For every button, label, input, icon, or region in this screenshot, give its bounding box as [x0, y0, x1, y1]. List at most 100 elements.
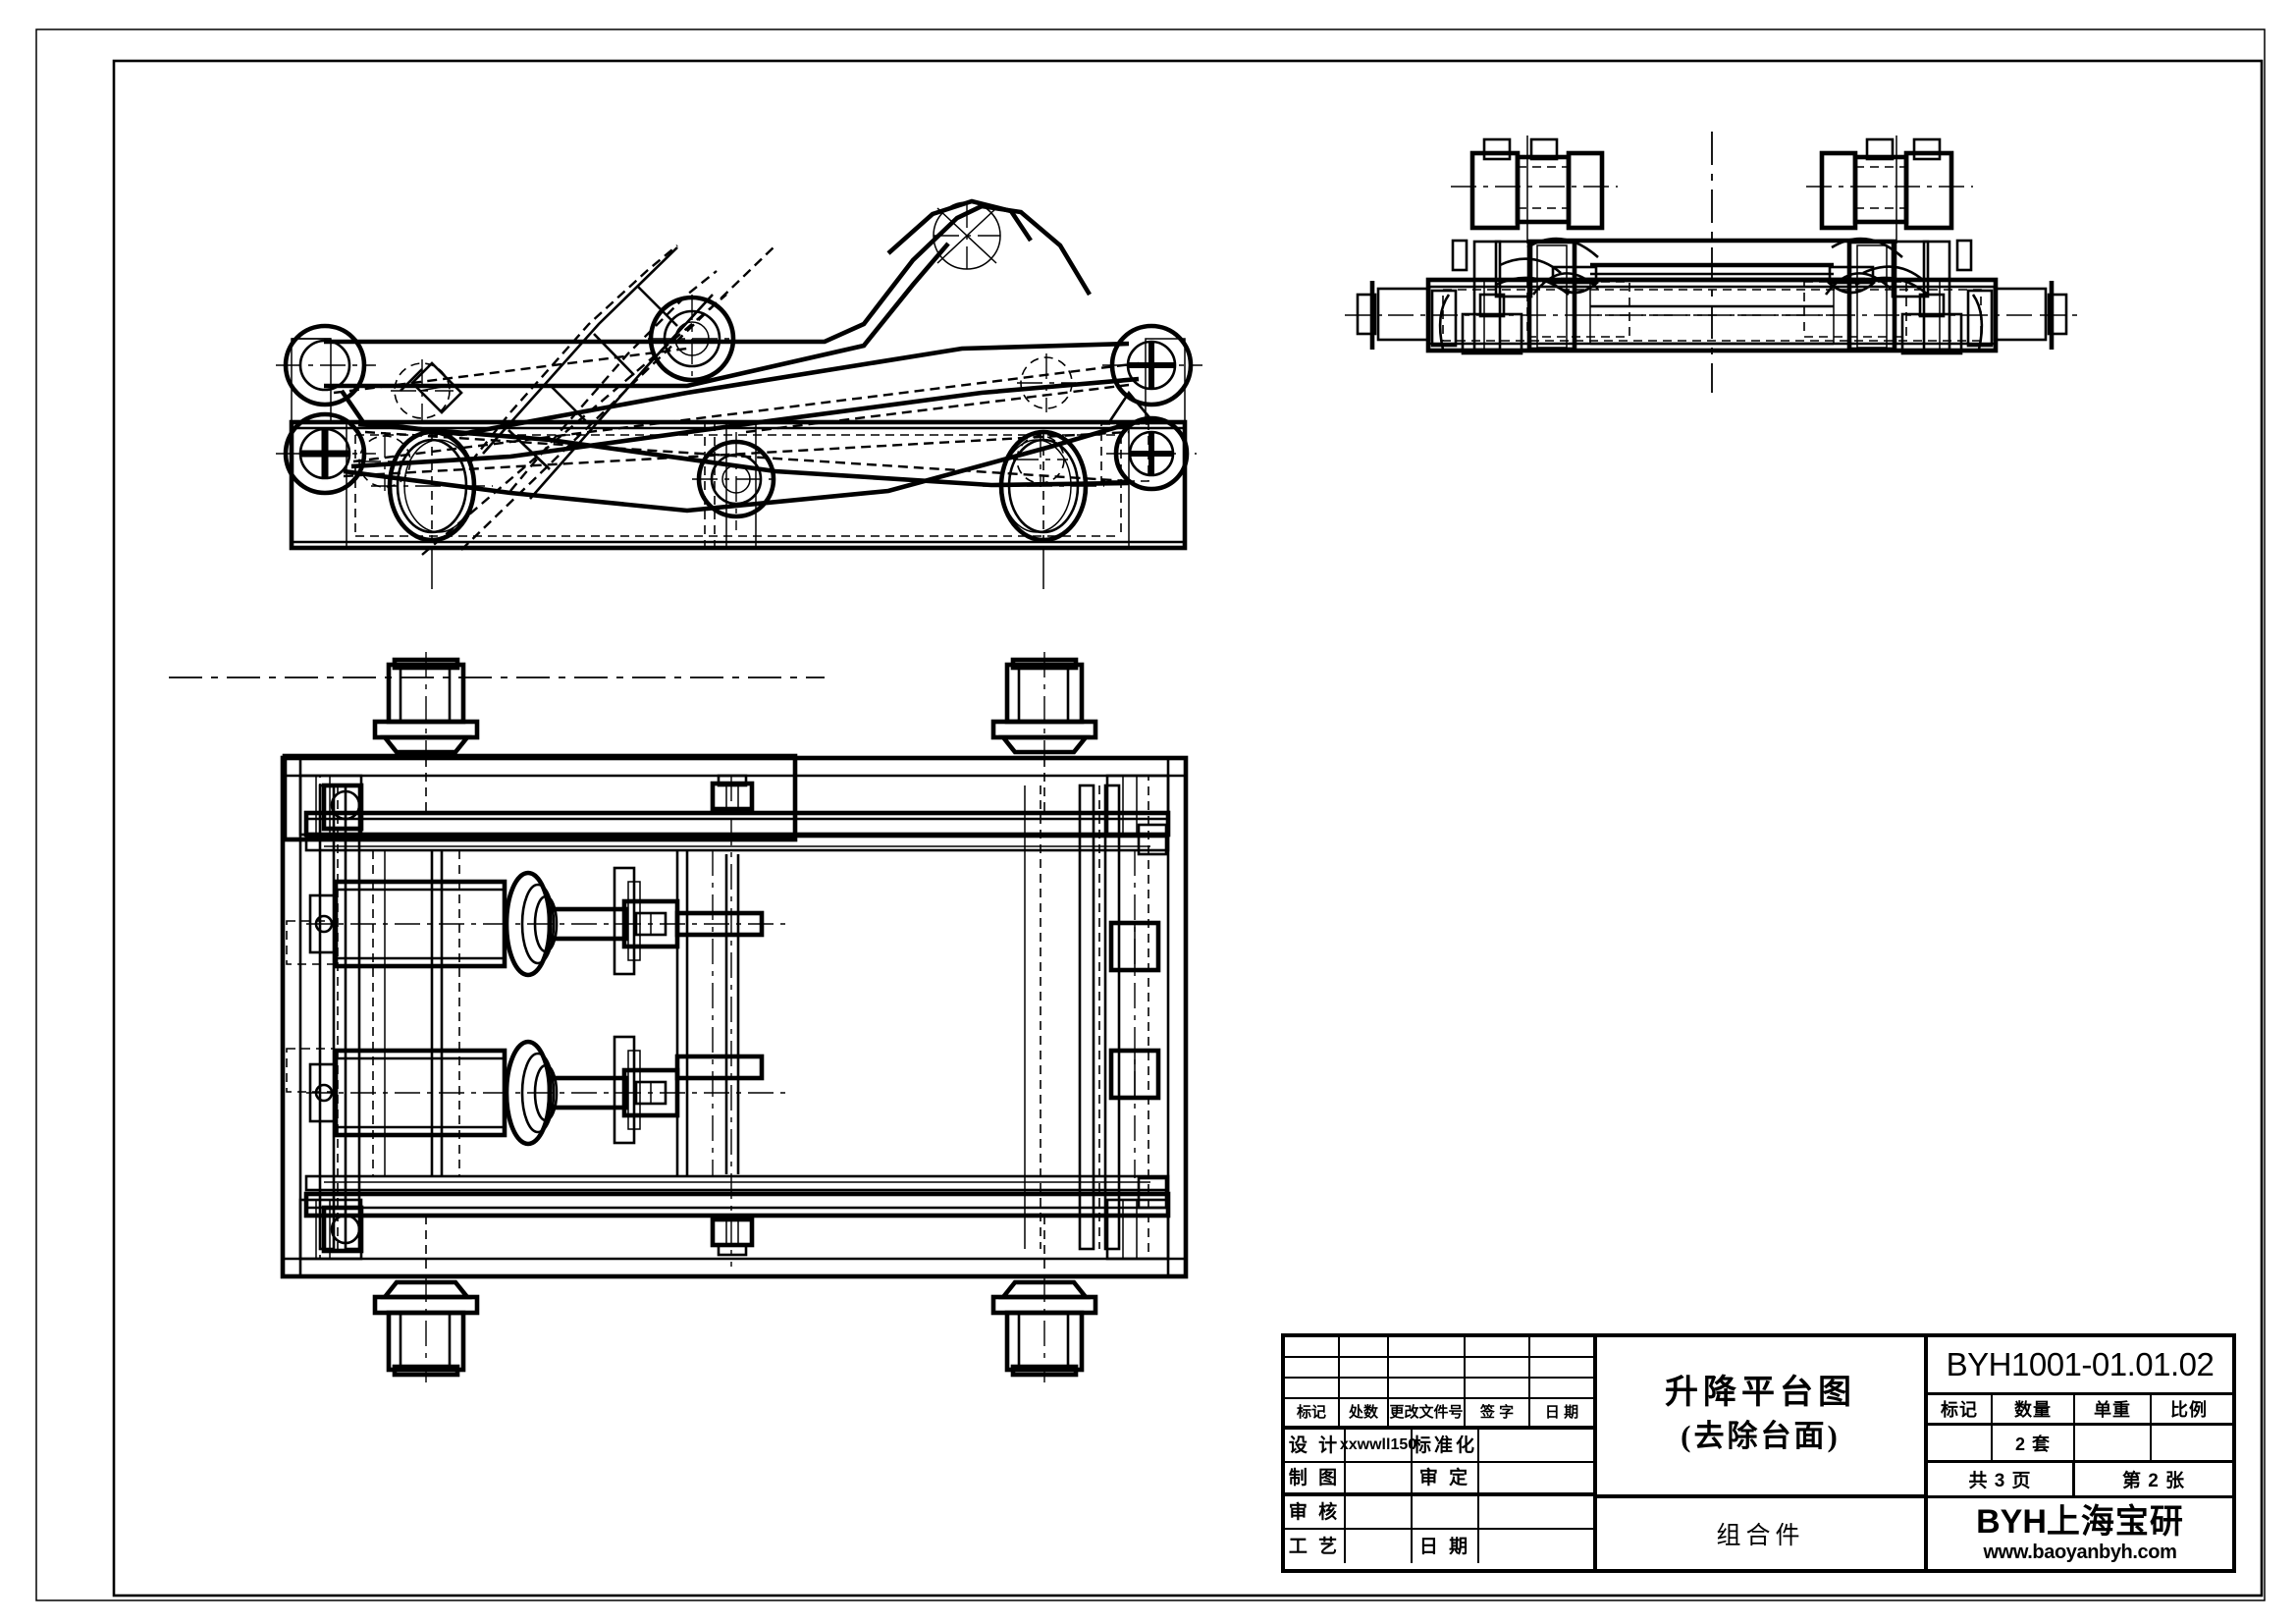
spec-header-mark: 标记: [1928, 1395, 1993, 1423]
part-name: 组合件: [1716, 1523, 1805, 1549]
end-elevation-view: [1345, 132, 2079, 393]
left-axle-stub: [1345, 281, 1431, 350]
foot-pad-top-left: [372, 652, 480, 758]
revision-cell: [1466, 1379, 1530, 1397]
revision-row: [1285, 1379, 1593, 1399]
plan-corner-bolt-bl: [321, 1193, 364, 1254]
designer-name: xxwwll150: [1340, 1430, 1416, 1461]
plan-right-beams: [1078, 784, 1121, 1251]
end-roller-arcs: [1526, 237, 1903, 296]
spec-value-mark: [1928, 1426, 1993, 1460]
plan-corner-bolt-tl: [321, 783, 364, 844]
plan-hidden-footprint: [425, 758, 1045, 1276]
signature-role-process: 工 艺: [1285, 1530, 1346, 1563]
upper-hydraulic-cylinder: [306, 866, 785, 978]
revision-header-docno: 更改文件号: [1389, 1399, 1466, 1426]
plan-central-rails: [712, 850, 740, 1176]
spec-header-unitweight: 单重: [2075, 1395, 2152, 1423]
revision-header-signature: 签 字: [1466, 1399, 1530, 1426]
revision-table: 标记 处数 更改文件号 签 字 日 期: [1285, 1337, 1593, 1430]
signature-row-check: 审 核: [1285, 1496, 1593, 1530]
revision-header-row: 标记 处数 更改文件号 签 字 日 期: [1285, 1399, 1593, 1426]
signature-value-standardization: [1479, 1430, 1593, 1461]
revision-cell: [1389, 1379, 1466, 1397]
signature-role-drafting: 制 图: [1285, 1463, 1346, 1492]
plan-top-crossbeam: [303, 810, 1171, 852]
plan-left-lugs: [286, 920, 335, 1093]
signature-role-blank: [1413, 1496, 1479, 1528]
right-roller-bore: [983, 429, 1104, 589]
lower-hydraulic-cylinder: [306, 1035, 785, 1147]
spec-value-unitweight: [2075, 1426, 2152, 1460]
foot-pad-bottom-right: [990, 1276, 1098, 1382]
end-deck-rails: [1561, 238, 1865, 346]
company-logo-text: BYH上海宝研: [1976, 1505, 2184, 1540]
upper-rail-outline: [291, 338, 1186, 424]
spec-value-scale: [2152, 1426, 2226, 1460]
right-axle-stub: [1993, 281, 2079, 350]
revision-header-mark: 标记: [1285, 1399, 1340, 1426]
drawing-title-line1: 升降平台图: [1665, 1375, 1856, 1412]
hydraulic-cylinder: [470, 244, 718, 500]
revision-cell: [1389, 1358, 1466, 1377]
foot-pad-top-right: [990, 652, 1098, 758]
drawing-number: BYH1001-01.01.02: [1928, 1337, 2232, 1395]
checker-name: [1346, 1496, 1413, 1528]
revision-cell: [1466, 1358, 1530, 1377]
sheet-border-outer: [35, 28, 2266, 1601]
signature-value-approval: [1479, 1463, 1593, 1492]
plan-right-pin-blocks: [1137, 823, 1168, 1210]
scissor-arm-upper: [324, 203, 1092, 389]
title-block-left: 标记 处数 更改文件号 签 字 日 期 设 计 xxwwll150 标准化 制 …: [1285, 1337, 1597, 1569]
revision-cell: [1285, 1379, 1340, 1397]
revision-cell: [1340, 1379, 1389, 1397]
signature-role-approval: 审 定: [1413, 1463, 1479, 1492]
revision-cell: [1340, 1358, 1389, 1377]
front-elevation-view: [276, 198, 1202, 589]
signature-role-standardization: 标准化: [1413, 1430, 1479, 1461]
signature-role-date: 日 期: [1413, 1530, 1479, 1563]
signature-role-check: 审 核: [1285, 1496, 1346, 1528]
plan-left-beams: [318, 784, 361, 1251]
company-url: www.baoyanbyh.com: [1983, 1541, 2177, 1563]
total-pages: 共 3 页: [1928, 1463, 2075, 1495]
revision-row: [1285, 1358, 1593, 1379]
signature-row-design: 设 计 xxwwll150 标准化: [1285, 1430, 1593, 1463]
plan-view: [169, 652, 1189, 1382]
revision-cell: [1530, 1379, 1593, 1397]
spec-header-scale: 比例: [2170, 1400, 2208, 1420]
revision-cell: [1285, 1358, 1340, 1377]
title-block-right: BYH1001-01.01.02 标记 数量 单重 比例 2 套 共 3 页 第…: [1928, 1337, 2232, 1569]
process-name: [1346, 1530, 1413, 1563]
revision-row: [1285, 1337, 1593, 1358]
title-block-middle: 升降平台图 (去除台面) 组合件: [1597, 1337, 1928, 1569]
company-logo: BYH上海宝研 www.baoyanbyh.com: [1928, 1498, 2232, 1569]
revision-header-date: 日 期: [1544, 1404, 1579, 1421]
scissor-arms-crossing: [340, 341, 1140, 514]
left-top-pivot: [276, 323, 376, 407]
foot-pad-bottom-left: [372, 1276, 480, 1382]
plan-corner-blocks: [298, 774, 1170, 1261]
signature-row-drafting: 制 图 审 定: [1285, 1463, 1593, 1496]
revision-cell: [1285, 1337, 1340, 1356]
drawing-title: 升降平台图 (去除台面): [1597, 1337, 1924, 1498]
spec-header-row: 标记 数量 单重 比例: [1928, 1395, 2232, 1426]
apex-bracket: [886, 198, 1033, 270]
locating-pin-marks: [355, 353, 1076, 491]
plan-top-center-bracket: [710, 774, 755, 812]
drafter-name: [1346, 1463, 1413, 1492]
end-lower-pads: [1526, 265, 1907, 338]
title-block: 标记 处数 更改文件号 签 字 日 期 设 计 xxwwll150 标准化 制 …: [1281, 1333, 2236, 1573]
signature-role-design: 设 计: [1285, 1430, 1346, 1461]
spec-header-quantity: 数量: [1993, 1395, 2075, 1423]
revision-cell: [1530, 1337, 1593, 1356]
revision-cell: [1530, 1358, 1593, 1377]
company-logo-latin: BYH: [1976, 1502, 2047, 1541]
signature-value-date: [1479, 1530, 1593, 1563]
spec-value-row: 2 套: [1928, 1426, 2232, 1463]
right-top-pivot: [1102, 323, 1202, 407]
revision-cell: [1389, 1337, 1466, 1356]
center-main-pivot: [648, 295, 736, 383]
